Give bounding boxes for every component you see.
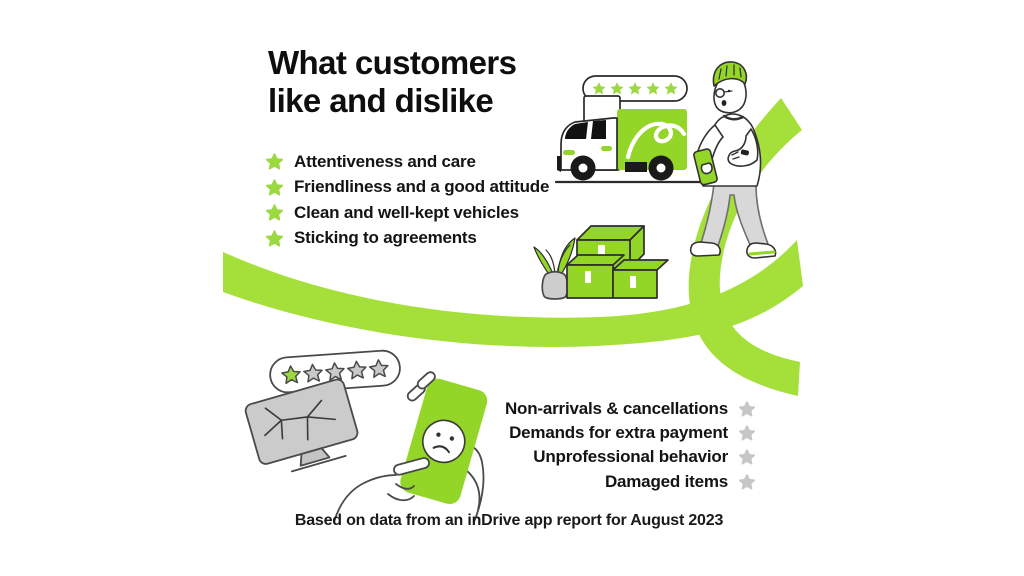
plant-pot <box>541 270 569 300</box>
sad-face-left-eye <box>436 432 441 437</box>
screen-cracks <box>264 399 337 441</box>
bad-rating-stars <box>281 359 389 385</box>
beanie-ribbing <box>718 64 742 80</box>
collar-line <box>722 114 745 121</box>
dislike-item-label: Unprofessional behavior <box>533 447 728 467</box>
sad-face-frown <box>432 445 450 454</box>
green-star-icon <box>266 153 283 170</box>
plant-leaf-left <box>533 246 554 277</box>
right-shoe <box>746 242 777 259</box>
like-list-item: Sticking to agreements <box>266 226 549 252</box>
pointing-finger <box>393 457 430 476</box>
left-hand <box>700 162 713 175</box>
right-arm <box>727 128 759 167</box>
sad-phone <box>400 378 488 505</box>
right-box-label <box>630 276 636 288</box>
delivery-truck-illustration <box>554 75 714 184</box>
likes-list: Attentiveness and care Friendliness and … <box>266 149 549 251</box>
wrist-watch <box>740 149 749 156</box>
like-list-item: Friendliness and a good attitude <box>266 175 549 201</box>
gray-star-icon <box>739 473 755 490</box>
page-title: What customers like and dislike <box>268 44 517 120</box>
dislike-list-item: Unprofessional behavior <box>505 445 755 469</box>
door-accent <box>601 146 612 151</box>
tablet-stand <box>299 447 331 467</box>
cargo-boxes-illustration <box>533 225 669 300</box>
title-line-1: What customers <box>268 44 517 81</box>
like-list-item: Attentiveness and care <box>266 149 549 175</box>
glasses <box>714 87 725 98</box>
title-line-2: like and dislike <box>268 82 494 119</box>
dislike-item-label: Damaged items <box>604 471 728 491</box>
like-item-label: Attentiveness and care <box>294 151 476 171</box>
cracked-tablet <box>244 378 359 473</box>
customer-with-phone-illustration <box>689 61 777 259</box>
dislike-item-label: Demands for extra payment <box>509 423 728 443</box>
swoosh-curl <box>688 98 802 396</box>
curled-fingers <box>387 483 415 502</box>
green-star-icon <box>266 179 283 196</box>
dislike-list-item: Demands for extra payment <box>505 421 755 445</box>
dislike-list-item: Non-arrivals & cancellations <box>505 397 755 421</box>
wheel-shadow <box>625 162 647 172</box>
like-item-label: Friendliness and a good attitude <box>294 177 550 197</box>
truck-rating-stars <box>592 82 678 95</box>
windshield-left <box>565 122 588 139</box>
swoosh-wave <box>223 240 803 347</box>
rear-wheel-hub <box>656 163 666 173</box>
green-star-icon <box>266 204 283 221</box>
pointing-forearm <box>333 474 397 522</box>
tablet-base <box>290 455 347 473</box>
source-note: Based on data from an inDrive app report… <box>294 512 724 529</box>
sad-face <box>421 419 466 464</box>
gray-star-icon <box>739 425 755 441</box>
headlight-accent <box>563 150 575 155</box>
left-box-lid <box>566 254 625 266</box>
right-box-lid <box>612 259 669 271</box>
eye <box>727 89 731 93</box>
left-shoe <box>689 241 721 257</box>
sad-face-right-eye <box>449 436 455 441</box>
mouth <box>721 100 727 106</box>
like-list-item: Clean and well-kept vehicles <box>266 200 549 226</box>
gray-star-icon <box>739 401 755 417</box>
right-hand-fingers <box>731 151 740 160</box>
grip-finger-2 <box>416 371 436 390</box>
gray-star-icon <box>739 449 755 465</box>
dislike-list-item: Damaged items <box>505 470 755 494</box>
like-item-label: Sticking to agreements <box>294 228 477 248</box>
like-item-label: Clean and well-kept vehicles <box>294 202 519 222</box>
beanie <box>712 61 748 87</box>
green-star-icon <box>266 230 283 247</box>
left-box-label <box>585 271 591 283</box>
dislikes-list: Non-arrivals & cancellations Demands for… <box>505 397 755 494</box>
truck-logo-swirl <box>625 121 687 160</box>
dislike-item-label: Non-arrivals & cancellations <box>504 399 728 419</box>
pants <box>700 182 769 248</box>
front-bumper <box>557 156 561 172</box>
shoe-accent <box>748 250 776 256</box>
bad-experience-illustration <box>244 349 488 522</box>
windshield-right <box>591 120 606 139</box>
front-wheel-hub <box>578 163 588 173</box>
one-star-rating-pill <box>269 349 401 394</box>
